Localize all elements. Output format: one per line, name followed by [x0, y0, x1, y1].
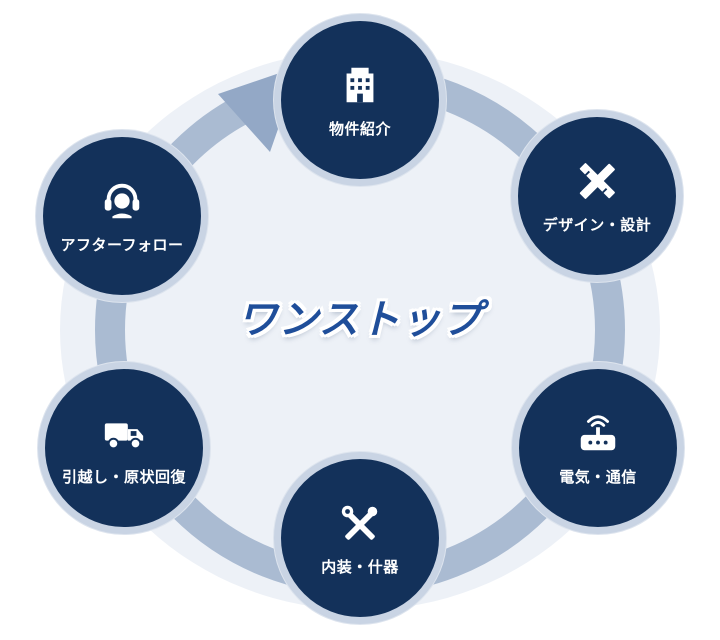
node-label: 内装・什器: [321, 557, 399, 576]
node-design-planning: デザイン・設計: [511, 110, 683, 282]
node-property-introduction: 物件紹介: [274, 14, 446, 186]
node-label: アフターフォロー: [60, 235, 184, 254]
pencil-ruler-icon: [579, 162, 615, 199]
tools-icon: [341, 505, 378, 540]
node-label: 引越し・原状回復: [61, 467, 186, 486]
center-title: ワンストップ: [237, 297, 483, 343]
truck-icon: [104, 422, 144, 449]
node-after-follow: アフターフォロー: [36, 130, 208, 302]
support-headset-icon: [104, 183, 140, 218]
building-icon: [346, 67, 374, 102]
node-label: デザイン・設計: [542, 215, 652, 234]
router-icon: [580, 414, 616, 450]
node-label: 物件紹介: [328, 119, 391, 138]
node-label: 電気・通信: [559, 467, 637, 486]
node-moving-restoration: 引越し・原状回復: [38, 362, 210, 534]
node-interior-fixtures: 内装・什器: [274, 452, 446, 624]
node-electrical-communication: 電気・通信: [512, 362, 684, 534]
